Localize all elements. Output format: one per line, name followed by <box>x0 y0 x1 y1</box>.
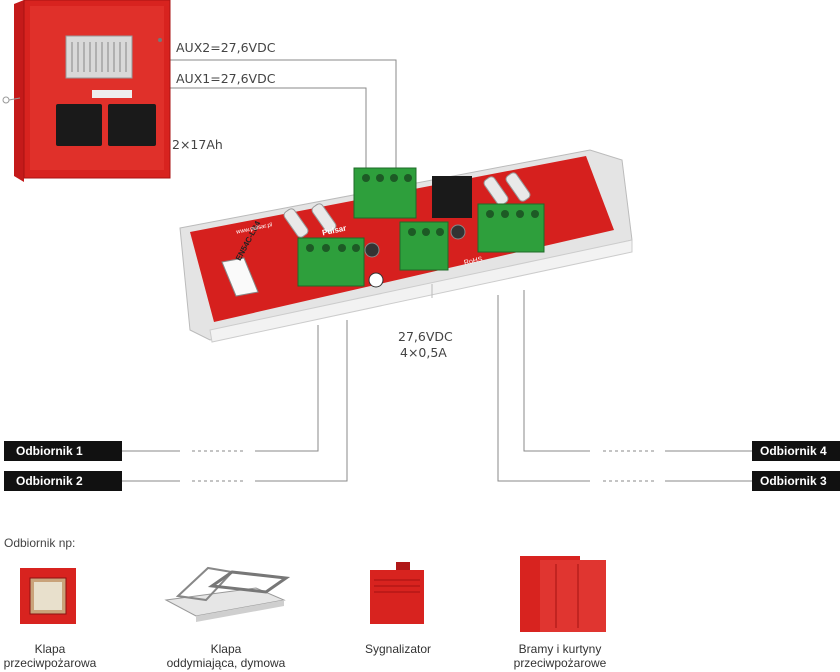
receiver-2-badge: Odbiornik 2 <box>4 471 122 491</box>
example-caption-1: Klapa przeciwpożarowa <box>0 642 100 670</box>
example-1-line1: Klapa <box>34 642 66 656</box>
fire-door-illustration <box>520 556 606 632</box>
module-housing <box>179 149 633 343</box>
aux-wires <box>170 59 397 172</box>
example-2-line2: oddymiająca, dymowa <box>166 656 286 670</box>
siren-illustration <box>370 562 424 624</box>
wire-r4 <box>523 290 590 452</box>
fire-damper-illustration <box>20 568 76 624</box>
receiver-1-label: Odbiornik 1 <box>16 444 83 458</box>
aux1-label: AUX1=27,6VDC <box>176 71 276 86</box>
example-3-line1: Sygnalizator <box>364 642 432 656</box>
example-caption-3: Sygnalizator <box>350 642 446 656</box>
wire-r3 <box>497 295 590 482</box>
wire-r2 <box>255 320 348 482</box>
output-voltage-label: 27,6VDC <box>398 329 453 344</box>
output-wires <box>122 290 752 482</box>
example-caption-2: Klapa oddymiająca, dymowa <box>156 642 296 670</box>
receiver-1-badge: Odbiornik 1 <box>4 441 122 461</box>
receiver-3-badge: Odbiornik 3 <box>752 471 840 491</box>
example-4-line1: Bramy i kurtyny <box>518 642 602 656</box>
aux2-label: AUX2=27,6VDC <box>176 40 276 55</box>
wire-r1 <box>255 325 319 452</box>
examples-title: Odbiornik np: <box>4 536 76 550</box>
smoke-vent-illustration <box>164 566 291 622</box>
aux2-wire <box>170 59 397 172</box>
example-4-line2: przeciwpożarowe <box>513 656 607 670</box>
aux1-wire <box>170 87 367 172</box>
example-caption-4: Bramy i kurtyny przeciwpożarowe <box>500 642 620 670</box>
example-2-line1: Klapa <box>210 642 242 656</box>
example-1-line2: przeciwpożarowa <box>3 656 97 670</box>
receiver-4-label: Odbiornik 4 <box>760 444 827 458</box>
power-supply-cabinet <box>2 0 171 182</box>
receiver-4-badge: Odbiornik 4 <box>752 441 840 461</box>
receiver-3-label: Odbiornik 3 <box>760 474 827 488</box>
receiver-2-label: Odbiornik 2 <box>16 474 83 488</box>
battery-label: 2×17Ah <box>172 137 223 152</box>
output-current-label: 4×0,5A <box>400 345 447 360</box>
